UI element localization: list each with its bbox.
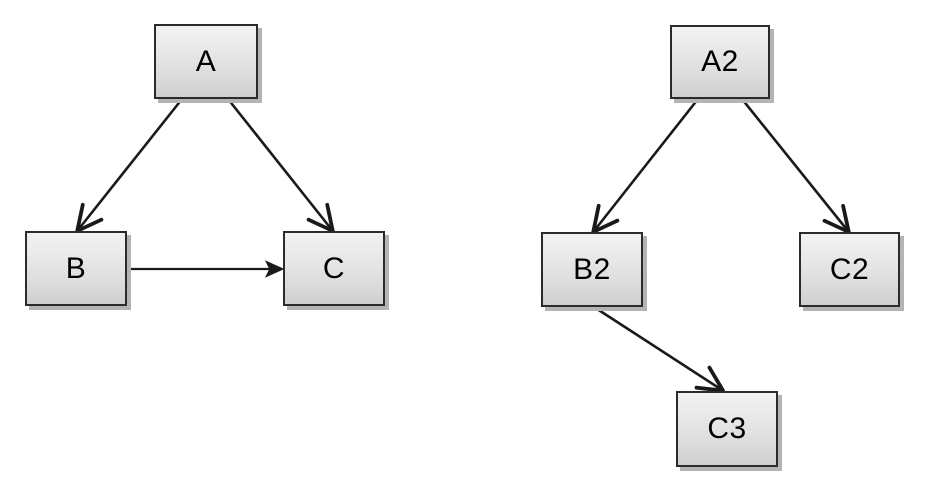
node-a[interactable]: A bbox=[154, 24, 258, 99]
node-a2[interactable]: A2 bbox=[670, 25, 770, 99]
node-b2-label: B2 bbox=[573, 252, 611, 286]
node-b-label: B bbox=[65, 251, 87, 285]
node-b2[interactable]: B2 bbox=[541, 232, 643, 307]
edge-b2-c3 bbox=[593, 305, 725, 393]
edge-a-b bbox=[75, 98, 184, 233]
edge-a2-b2 bbox=[591, 98, 700, 234]
node-c3-label: C3 bbox=[707, 412, 747, 445]
node-a-label: A bbox=[195, 44, 217, 78]
node-a2-label: A2 bbox=[701, 45, 739, 78]
edge-a-c bbox=[226, 98, 335, 233]
node-b[interactable]: B bbox=[25, 231, 127, 306]
node-c[interactable]: C bbox=[283, 231, 385, 306]
node-c2[interactable]: C2 bbox=[799, 232, 900, 307]
edge-a2-c2 bbox=[740, 98, 851, 234]
node-c3[interactable]: C3 bbox=[676, 391, 778, 467]
node-c2-label: C2 bbox=[829, 252, 870, 286]
node-c-label: C bbox=[322, 251, 346, 285]
